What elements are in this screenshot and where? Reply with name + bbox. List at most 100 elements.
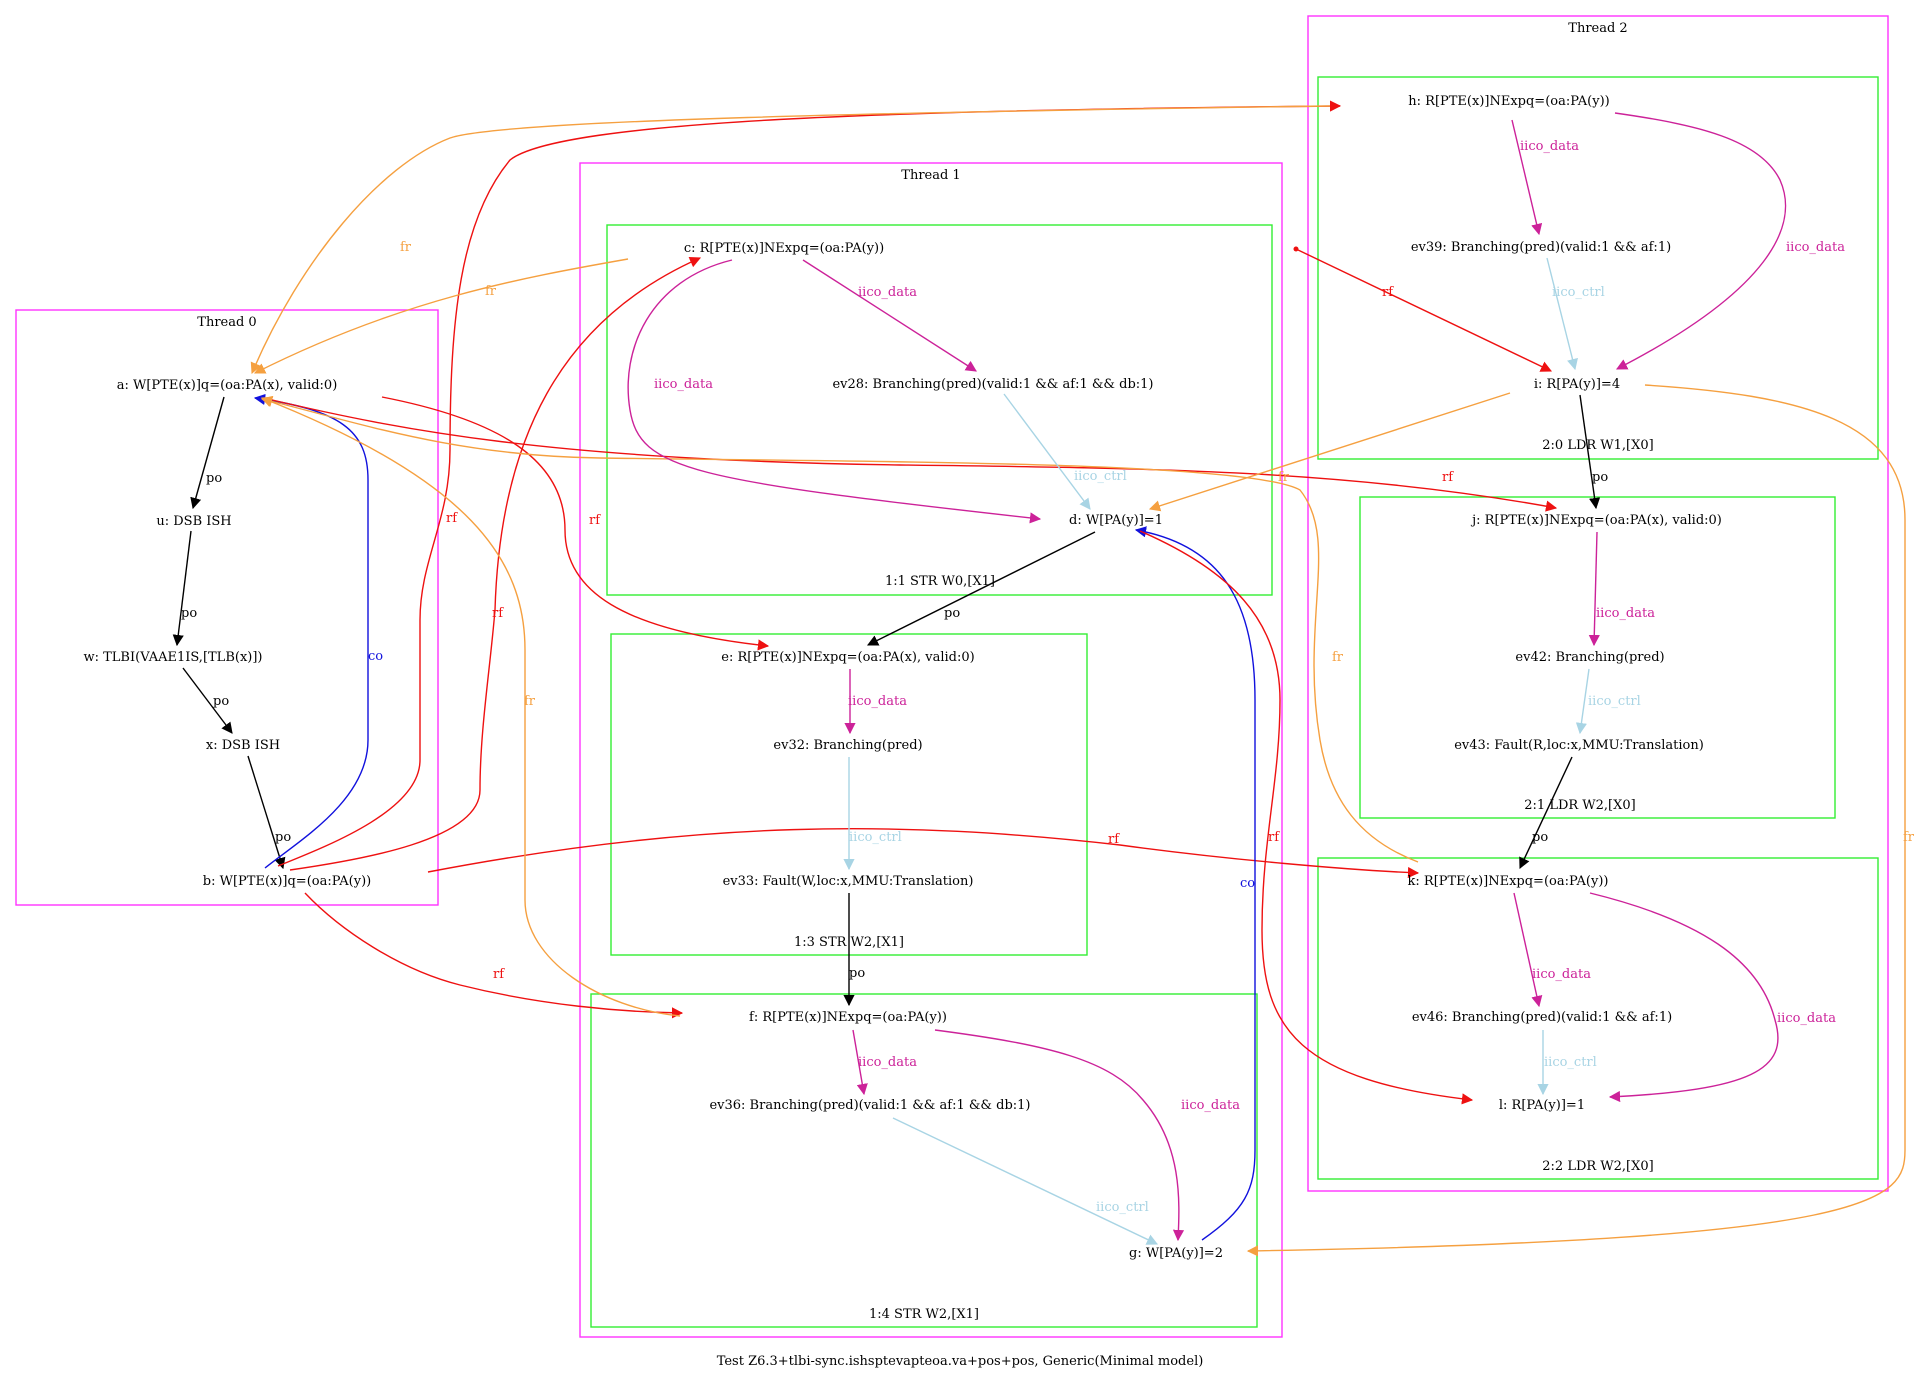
instr-1-4-label: 1:4 STR W2,[X1] — [869, 1307, 979, 1322]
svg-text:rf: rf — [492, 606, 504, 621]
edge-co-b-a: co — [253, 393, 383, 869]
thread-0-title: Thread 0 — [197, 315, 256, 330]
instr-2-2-label: 2:2 LDR W2,[X0] — [1542, 1159, 1653, 1174]
instr-2-0-label: 2:0 LDR W1,[X0] — [1542, 438, 1653, 453]
svg-text:fr: fr — [1332, 650, 1344, 665]
svg-text:iico_data: iico_data — [1777, 1011, 1836, 1026]
instr-2-0-cluster: 2:0 LDR W1,[X0] — [1317, 76, 1879, 460]
edge-fr-i-d: fr — [1148, 392, 1511, 512]
edge-iico-ctrl-ev32-ev33: iico_ctrl — [843, 757, 902, 871]
svg-text:po: po — [181, 606, 197, 621]
svg-text:iico_data: iico_data — [848, 694, 907, 709]
node-ev46: ev46: Branching(pred)(valid:1 && af:1) — [1412, 1010, 1672, 1025]
svg-text:fr: fr — [485, 284, 497, 299]
svg-text:fr: fr — [1278, 470, 1290, 485]
edge-iico-data-h-ev39: iico_data — [1511, 119, 1579, 236]
edge-po-a-u: po — [190, 396, 225, 510]
edge-po-d-e: po — [866, 531, 1096, 646]
node-ev28: ev28: Branching(pred)(valid:1 && af:1 &&… — [832, 377, 1153, 392]
svg-text:iico_ctrl: iico_ctrl — [1588, 694, 1641, 709]
edge-po-i-j: po — [1579, 394, 1608, 510]
thread-2-cluster: Thread 2 — [1307, 15, 1889, 1192]
node-ev39: ev39: Branching(pred)(valid:1 && af:1) — [1411, 240, 1671, 255]
node-b: b: W[PTE(x)]q=(oa:PA(y)) — [203, 874, 371, 889]
edge-iico-data-f-g: iico_data — [934, 1029, 1240, 1242]
node-d: d: W[PA(y)]=1 — [1069, 513, 1163, 528]
svg-text:iico_data: iico_data — [1596, 606, 1655, 621]
svg-text:po: po — [1592, 470, 1608, 485]
node-x: x: DSB ISH — [206, 738, 280, 753]
svg-text:iico_data: iico_data — [1181, 1098, 1240, 1113]
svg-text:fr: fr — [1903, 830, 1915, 845]
svg-text:iico_data: iico_data — [858, 1055, 917, 1070]
svg-text:iico_data: iico_data — [1520, 139, 1579, 154]
edge-rf-a-e: rf — [381, 396, 770, 651]
svg-text:rf: rf — [1268, 830, 1280, 845]
svg-text:rf: rf — [1382, 285, 1394, 300]
svg-text:po: po — [206, 471, 222, 486]
edge-rf-b-k: rf — [427, 828, 1420, 879]
svg-text:iico_data: iico_data — [858, 285, 917, 300]
node-j: j: R[PTE(x)]NExpq=(oa:PA(x), valid:0) — [1470, 513, 1722, 528]
svg-text:po: po — [849, 966, 865, 981]
edge-po-w-x: po — [182, 667, 233, 734]
edge-iico-ctrl-ev42-ev43: iico_ctrl — [1575, 668, 1641, 735]
node-u: u: DSB ISH — [156, 514, 231, 529]
edge-iico-data-k-l: iico_data — [1589, 892, 1836, 1103]
edge-po-x-b: po — [247, 755, 291, 870]
thread-1-cluster: Thread 1 — [579, 162, 1283, 1338]
svg-text:fr: fr — [524, 694, 536, 709]
instr-1-4-cluster: 1:4 STR W2,[X1] — [590, 993, 1258, 1328]
edge-iico-data-h-i: iico_data — [1614, 112, 1845, 370]
edge-iico-data-f-ev36: iico_data — [852, 1029, 917, 1096]
node-k: k: R[PTE(x)]NExpq=(oa:PA(y)) — [1408, 874, 1609, 889]
event-nodes: a: W[PTE(x)]q=(oa:PA(x), valid:0) u: DSB… — [83, 94, 1721, 1261]
svg-text:rf: rf — [493, 967, 505, 982]
svg-text:iico_data: iico_data — [1532, 967, 1591, 982]
edge-iico-data-j-ev42: iico_data — [1588, 531, 1655, 647]
node-h: h: R[PTE(x)]NExpq=(oa:PA(y)) — [1408, 94, 1609, 109]
instr-2-1-label: 2:1 LDR W2,[X0] — [1524, 798, 1635, 813]
node-i: i: R[PA(y)]=4 — [1534, 377, 1620, 392]
edge-po-ev43-k: po — [1519, 756, 1573, 870]
edge-iico-ctrl-ev36-g: iico_ctrl — [892, 1117, 1159, 1245]
node-l: l: R[PA(y)]=1 — [1499, 1098, 1585, 1113]
edge-fr-k-a: fr — [260, 395, 1419, 863]
edges: po po po po co rf rf — [172, 100, 1915, 1257]
node-e: e: R[PTE(x)]NExpq=(oa:PA(x), valid:0) — [721, 650, 974, 665]
graph-caption: Test Z6.3+tlbi-sync.ishsptevapteoa.va+po… — [717, 1354, 1204, 1369]
svg-text:rf: rf — [589, 513, 601, 528]
node-a: a: W[PTE(x)]q=(oa:PA(x), valid:0) — [117, 378, 338, 393]
svg-text:co: co — [368, 649, 383, 664]
edge-fr-h-a: fr — [250, 105, 1331, 375]
svg-text:iico_ctrl: iico_ctrl — [1096, 1200, 1149, 1215]
edge-fr-c-a: fr — [253, 258, 629, 374]
svg-text:rf: rf — [1108, 832, 1120, 847]
edge-iico-ctrl-ev39-i: iico_ctrl — [1546, 257, 1605, 371]
svg-text:po: po — [944, 606, 960, 621]
svg-text:po: po — [1532, 830, 1548, 845]
node-f: f: R[PTE(x)]NExpq=(oa:PA(y)) — [749, 1010, 947, 1025]
node-w: w: TLBI(VAAE1IS,[TLB(x)]) — [83, 650, 262, 665]
edge-co-g-d: co — [1134, 526, 1256, 1241]
svg-text:iico_data: iico_data — [654, 377, 713, 392]
edge-rf-b-c: rf — [289, 256, 702, 871]
svg-text:iico_data: iico_data — [1786, 240, 1845, 255]
edge-po-ev33-f: po — [843, 893, 865, 1007]
instr-2-1-cluster: 2:1 LDR W2,[X0] — [1359, 496, 1836, 819]
thread-1-title: Thread 1 — [901, 168, 960, 183]
node-ev33: ev33: Fault(W,loc:x,MMU:Translation) — [723, 874, 974, 889]
edge-rf-d-l: rf — [1139, 530, 1474, 1105]
svg-text:iico_ctrl: iico_ctrl — [1074, 469, 1127, 484]
edge-iico-data-c-ev28: iico_data — [802, 259, 977, 372]
svg-text:rf: rf — [1442, 470, 1454, 485]
edge-po-u-w: po — [172, 530, 197, 647]
edge-iico-data-e-ev32: iico_data — [844, 669, 907, 735]
edge-iico-data-k-ev46: iico_data — [1513, 892, 1591, 1008]
instr-1-1-label: 1:1 STR W0,[X1] — [885, 574, 995, 589]
svg-text:co: co — [1240, 876, 1255, 891]
node-ev42: ev42: Branching(pred) — [1515, 650, 1664, 665]
svg-text:iico_ctrl: iico_ctrl — [1552, 285, 1605, 300]
thread-0-cluster: Thread 0 — [15, 309, 439, 906]
